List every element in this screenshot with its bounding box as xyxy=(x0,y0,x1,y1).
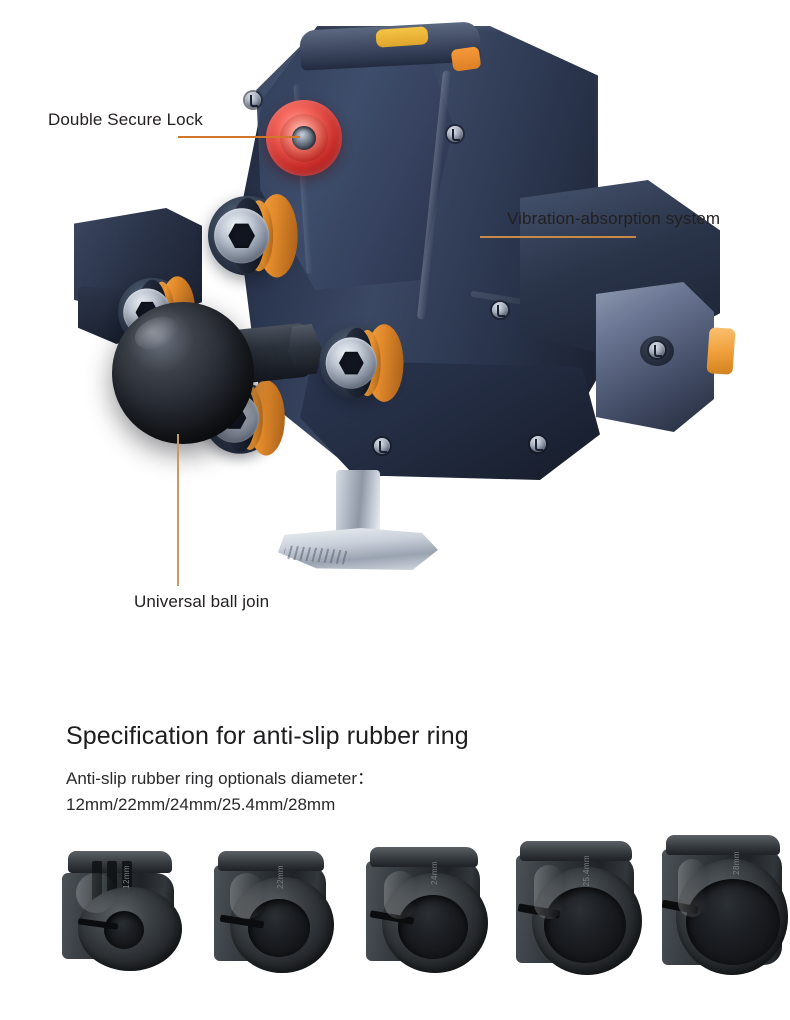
rubber-ring-item: 12mm xyxy=(58,847,206,975)
pedestal-neck xyxy=(336,470,380,532)
ring-slot xyxy=(92,861,102,915)
specification-subtitle-line-1: Anti-slip rubber ring optionals diameter… xyxy=(66,769,375,788)
double-secure-lock-knob xyxy=(266,100,342,176)
specification-heading: Specification for anti-slip rubber ring xyxy=(66,722,469,750)
rubber-ring-row: 12mm 22mm 24mm xyxy=(0,825,790,975)
ring-bore xyxy=(544,887,626,963)
screw-icon xyxy=(530,436,546,452)
ring-size-label: 25.4mm xyxy=(582,855,591,887)
ring-top-flange xyxy=(218,851,324,871)
specification-subtitle-line-2: 12mm/22mm/24mm/25.4mm/28mm xyxy=(66,795,336,814)
screw-icon xyxy=(447,126,463,142)
ring-highlight xyxy=(384,871,416,919)
ring-top-flange xyxy=(370,847,478,867)
callout-label-universal-ball-join: Universal ball join xyxy=(134,592,270,611)
ring-bore xyxy=(686,879,780,965)
ring-size-label: 22mm xyxy=(276,865,285,889)
ring-size-label: 12mm xyxy=(122,865,131,889)
universal-ball-joint xyxy=(112,302,254,444)
ring-slot xyxy=(107,861,117,915)
rubber-ring-item: 22mm xyxy=(210,845,360,975)
yellow-pad xyxy=(375,26,429,48)
ring-bore xyxy=(248,899,310,957)
orange-pad-top xyxy=(450,46,482,72)
ring-highlight xyxy=(534,865,564,919)
ring-size-label: 28mm xyxy=(732,851,741,875)
callout-label-vibration-absorption-system: Vibration-absorption system xyxy=(507,209,721,228)
hex-socket-icon xyxy=(339,351,364,375)
ring-highlight xyxy=(678,859,706,917)
rubber-ring-item: 28mm xyxy=(660,835,790,975)
screw-icon xyxy=(492,302,508,318)
ring-top-flange xyxy=(666,835,780,855)
rubber-ring-item: 24mm xyxy=(362,843,514,975)
screw-icon xyxy=(649,342,665,358)
ring-top-flange xyxy=(520,841,632,861)
ring-highlight xyxy=(230,873,264,919)
ring-size-label: 24mm xyxy=(430,861,439,885)
orange-grip-pad xyxy=(706,327,736,375)
screw-icon xyxy=(245,92,261,108)
ring-highlight xyxy=(76,873,116,913)
callout-leader-line-ball xyxy=(177,434,179,586)
callout-leader-line-vibration xyxy=(480,236,636,238)
ring-bore xyxy=(398,895,468,959)
callout-leader-line-lock xyxy=(178,136,300,138)
callout-label-double-secure-lock: Double Secure Lock xyxy=(48,110,203,129)
ring-bore xyxy=(104,911,144,949)
screw-icon xyxy=(374,438,390,454)
product-hero-image: Double Secure Lock Vibration-absorption … xyxy=(0,0,790,660)
rubber-ring-item: 25.4mm xyxy=(512,839,668,975)
specification-subtitle: Anti-slip rubber ring optionals diameter… xyxy=(66,766,374,818)
